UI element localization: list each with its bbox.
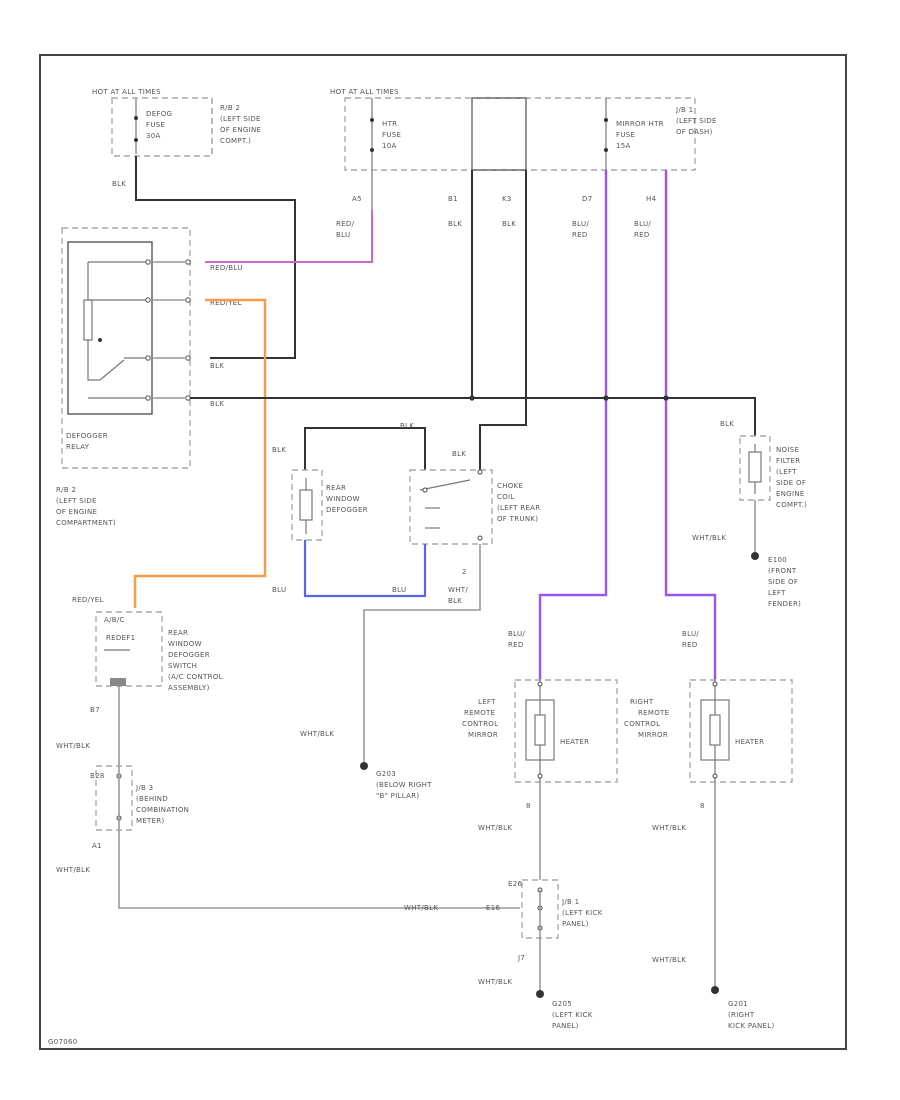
pin-j7: J7 (517, 954, 525, 962)
red-blu-label: RED/ BLU (336, 220, 357, 239)
hot-at-all-times-label-2: HOT AT ALL TIMES (330, 88, 399, 96)
defogger-relay-label: DEFOGGER RELAY (66, 432, 110, 451)
blk-label-3: BLK (502, 220, 516, 228)
left-mirror-label: LEFT REMOTE CONTROL MIRROR (462, 698, 501, 739)
right-mirror-label: RIGHT REMOTE CONTROL MIRROR (624, 698, 672, 739)
e100-label: E100 (FRONT SIDE OF LEFT FENDER) (768, 556, 801, 608)
g203-label: G203 (BELOW RIGHT "B" PILLAR) (376, 770, 434, 800)
relay-blk-label-2: BLK (210, 400, 224, 408)
diagram-id: G07060 (48, 1038, 78, 1046)
wht-blk-label-4: WHT/BLK (404, 904, 438, 912)
wht-blk-label-3: WHT/BLK (56, 866, 90, 874)
blk-label-4: BLK (272, 446, 286, 454)
pin-a1: A1 (92, 842, 102, 850)
choke-coil (409, 469, 493, 545)
blu-red-label-4: BLU/ RED (682, 630, 702, 649)
rear-window-defogger (291, 469, 323, 541)
pin-b28: B28 (90, 772, 105, 780)
pin-b7: B7 (90, 706, 100, 714)
pin-e16: E16 (486, 904, 500, 912)
rb2-bottom-label: R/B 2 (LEFT SIDE OF ENGINE COMPARTMENT) (56, 486, 116, 527)
wht-blk-label-6: WHT/BLK (652, 824, 686, 832)
relay-blk-label-1: BLK (210, 362, 224, 370)
pin-2: 2 (462, 568, 467, 576)
blk-label-7: BLK (720, 420, 734, 428)
noise-filter (739, 435, 771, 501)
pin-8b: 8 (700, 802, 705, 810)
wht-blk-label-1: WHT/BLK (300, 730, 334, 738)
wire-red-yel (133, 298, 267, 608)
rb2-top-label: R/B 2 (LEFT SIDE OF ENGINE COMPT.) (220, 104, 264, 145)
blu-label-2: BLU (392, 586, 406, 594)
wht-blk-label-7: WHT/BLK (478, 978, 512, 986)
wire-ground-bus (190, 397, 756, 436)
jb1-kick-block (521, 879, 559, 939)
wire-defog-fuse-out (135, 156, 296, 359)
wire-defogger-top (304, 427, 426, 470)
pin-a5: A5 (352, 195, 362, 203)
wire-blu (303, 540, 427, 598)
noise-filter-label: NOISE FILTER (LEFT SIDE OF ENGINE COMPT.… (776, 446, 809, 509)
jb1-top-label: J/B 1 (LEFT SIDE OF DASH) (675, 106, 719, 136)
g201-label: G201 (RIGHT KICK PANEL) (728, 1000, 775, 1030)
hot-at-all-times-label-1: HOT AT ALL TIMES (92, 88, 161, 96)
rear-window-defogger-label: REAR WINDOW DEFOGGER (326, 484, 368, 514)
pin-k3: K3 (502, 195, 512, 203)
wire-choke-ground (363, 544, 481, 762)
wire-switch-ground (118, 686, 520, 909)
blu-red-label-2: BLU/ RED (634, 220, 654, 239)
wht-blk-label-8: WHT/BLK (652, 956, 686, 964)
wire-h4-purple (664, 170, 717, 680)
red-yel-left-label: RED/YEL (72, 596, 104, 604)
pin-b1: B1 (448, 195, 458, 203)
wht-blk-label-5: WHT/BLK (478, 824, 512, 832)
heater-label-2: HEATER (735, 738, 764, 746)
htr-fuse-label: HTR FUSE 10A (382, 120, 404, 150)
blk-label-2: BLK (448, 220, 462, 228)
left-mirror-heater (514, 679, 618, 783)
pin-8a: 8 (526, 802, 531, 810)
right-mirror-heater (689, 679, 793, 783)
relay-red-yel-label: RED/YEL (210, 299, 242, 307)
g205-label: G205 (LEFT KICK PANEL) (552, 1000, 595, 1030)
relay-red-blu-label: RED/BLU (210, 264, 243, 272)
defog-fuse-label: DEFOG FUSE 30A (146, 110, 175, 140)
switch-pins-label: A/B/C (104, 616, 125, 624)
blu-red-label-1: BLU/ RED (572, 220, 592, 239)
wire-d7-purple (538, 170, 608, 680)
defogger-switch: A/B/C REDEF1 (95, 611, 163, 687)
wht-blk-choke-label: WHT/ BLK (448, 586, 471, 605)
pin-e26: E26 (508, 880, 522, 888)
wht-blk-label-2: WHT/BLK (56, 742, 90, 750)
wire-k3 (479, 170, 527, 470)
mirror-htr-fuse-label: MIRROR HTR FUSE 15A (616, 120, 666, 150)
switch-label: REAR WINDOW DEFOGGER SWITCH (A/C CONTROL… (168, 629, 225, 692)
blk-label-5: BLK (400, 422, 414, 430)
jb3-label: J/B 3 (BEHIND COMBINATION METER) (135, 784, 192, 825)
blk-label-1: BLK (112, 180, 126, 188)
wht-blk-nf-label: WHT/BLK (692, 534, 726, 542)
switch-inner-label: REDEF1 (106, 634, 135, 642)
pin-d7: D7 (582, 195, 592, 203)
defog-fuse-block: HOT AT ALL TIMES DEFOG FUSE 30A R/B 2 (L… (92, 88, 264, 157)
jb1-fuse-block: HOT AT ALL TIMES HTR FUSE 10A MIRROR HTR… (330, 88, 719, 171)
diagram-frame (39, 54, 847, 1050)
choke-coil-label: CHOKE COIL (LEFT REAR OF TRUNK) (497, 482, 543, 523)
blk-label-6: BLK (452, 450, 466, 458)
blu-label-1: BLU (272, 586, 286, 594)
blu-red-label-3: BLU/ RED (508, 630, 528, 649)
defogger-relay (61, 227, 191, 469)
pin-h4: H4 (646, 195, 657, 203)
jb1-bottom-label: J/B 1 (LEFT KICK PANEL) (561, 898, 605, 928)
wire-red-blu (205, 210, 373, 263)
heater-label-1: HEATER (560, 738, 589, 746)
